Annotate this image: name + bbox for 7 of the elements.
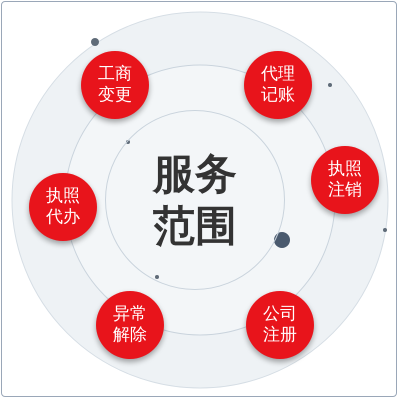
service-label: 执照代办 (45, 186, 81, 228)
service-label: 公司注册 (262, 304, 298, 346)
service-label: 代理记账 (260, 64, 296, 106)
center-title: 服务范围 (151, 148, 238, 252)
service-label: 异常解除 (112, 304, 148, 346)
service-label: 工商变更 (97, 64, 133, 106)
service-label: 执照注销 (327, 159, 363, 201)
